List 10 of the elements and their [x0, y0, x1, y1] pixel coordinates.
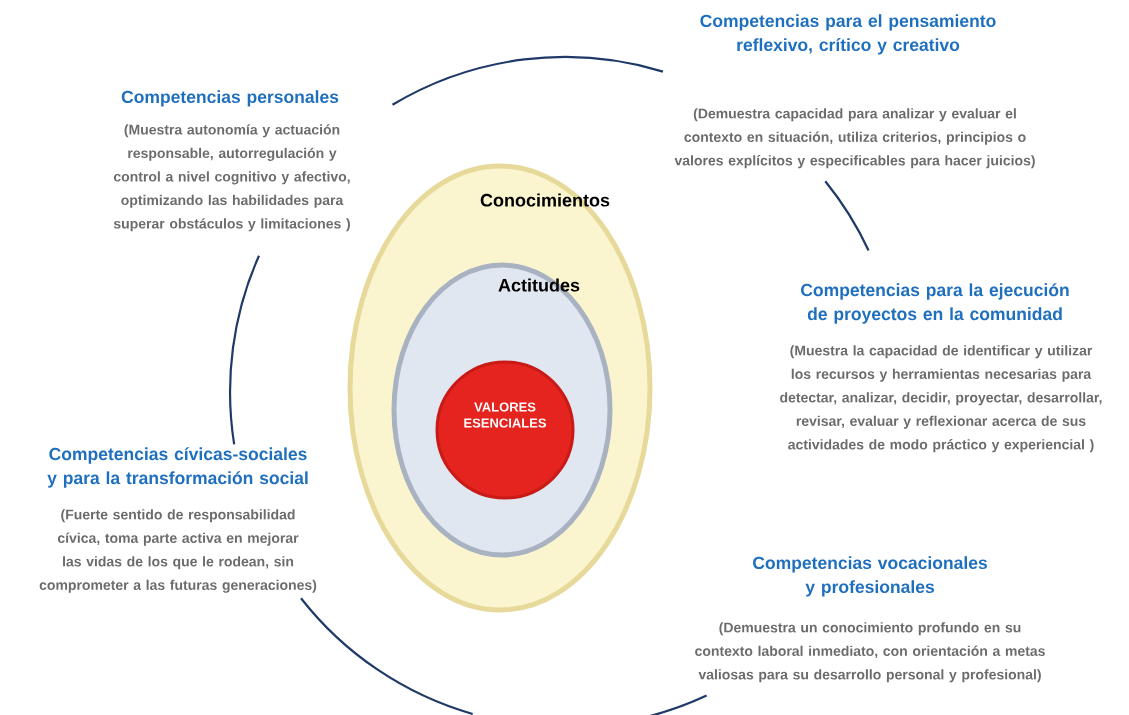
competency-description: (Fuerte sentido de responsabilidad cívica, toma parte activa en mejorar las vidas de los que le rodean, sin comprometer a las futuras generaciones) — [39, 509, 317, 593]
competency-description: (Muestra la capacidad de identificar y utilizar los recursos y herramientas necesarias para detectar, analizar, decidir, proyectar, desarrollar, revisar, evaluar y reflexionar acerca de sus actividades de modo práctico y experiencial ) — [780, 345, 1102, 453]
competency-heading: Competencias personales — [121, 90, 339, 107]
competency-heading: Competencias para el pensamiento reflexivo, crítico y creativo — [700, 14, 996, 55]
competency-heading: Competencias vocacionales y profesionales — [753, 556, 987, 597]
competency-description: (Demuestra capacidad para analizar y evaluar el contexto en situación, utiliza criterios, principios o valores explícitos y especificables para hacer juicios) — [674, 108, 1035, 169]
competency-description: (Demuestra un conocimiento profundo en su contexto laboral inmediato, con orientación a metas valiosas para su desarrollo personal y profesional) — [695, 622, 1045, 683]
competency-description: (Muestra autonomía y actuación responsable, autorregulación y control a nivel cognitivo y afectivo, optimizando las habilidades para superar obstáculos y limitaciones ) — [113, 124, 350, 232]
competency-heading: Competencias para la ejecución de proyectos en la comunidad — [801, 283, 1069, 324]
competency-heading: Competencias cívicas-sociales y para la transformación social — [47, 447, 308, 488]
